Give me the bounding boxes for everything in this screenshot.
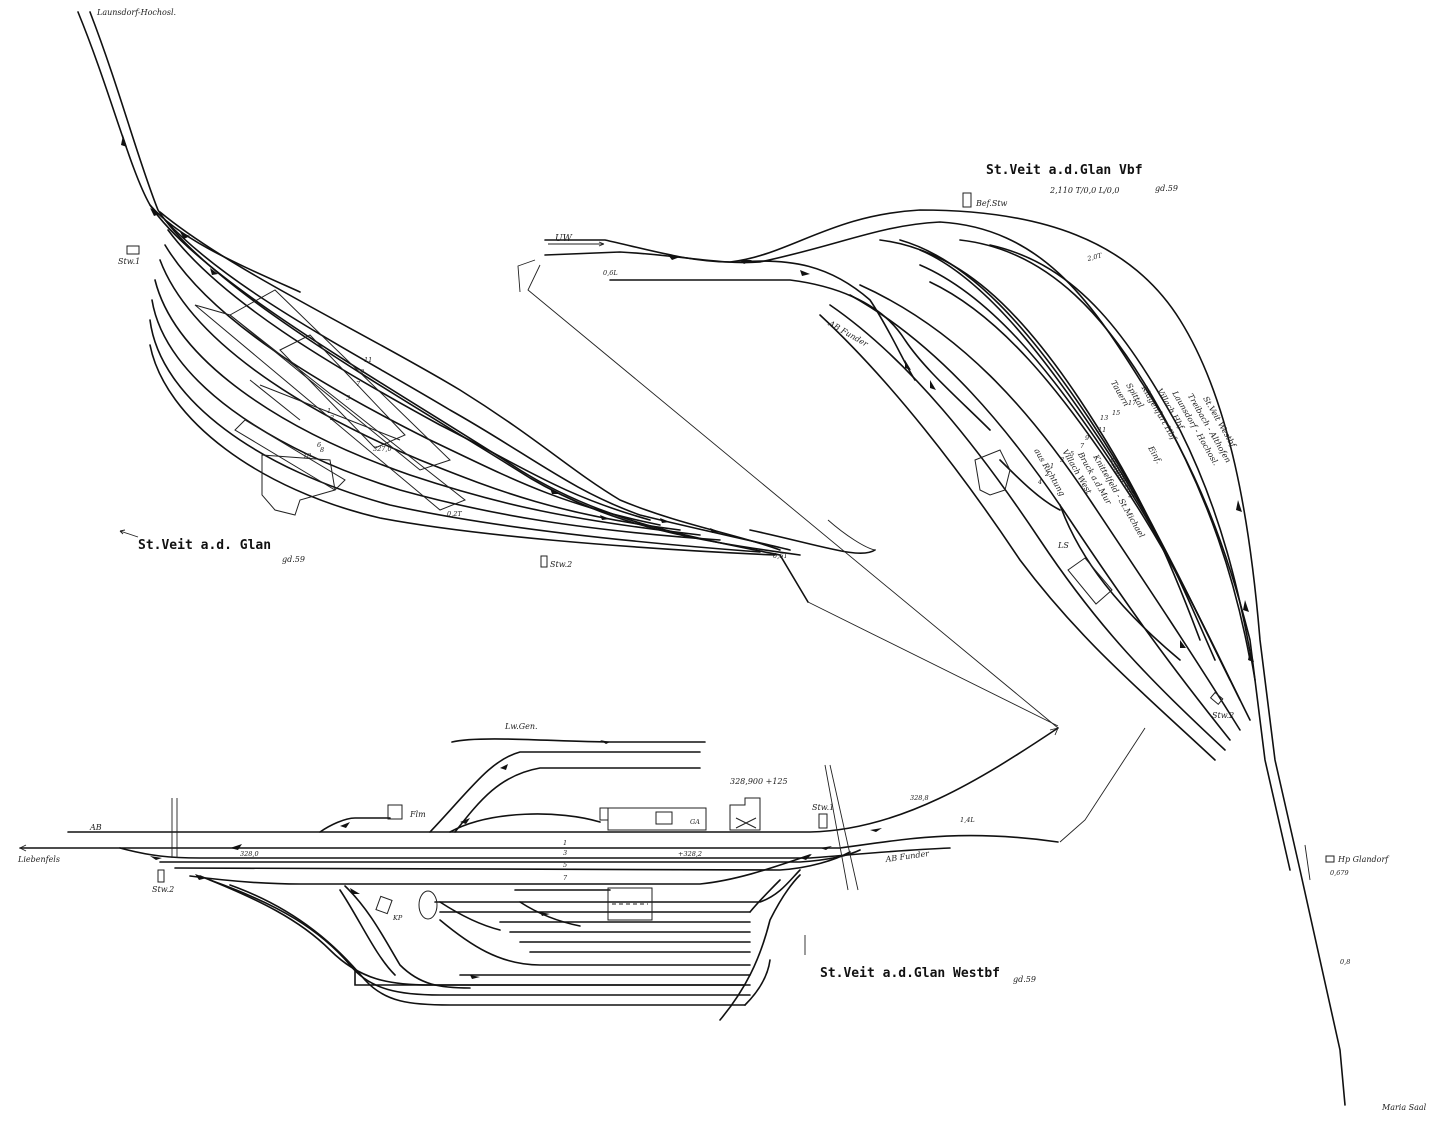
glan-station: St.Veit a.d. Glan gd.59 Stw.1 Stw.2 0,6T… (77, 11, 876, 603)
westbf-signature: gd.59 (1013, 975, 1036, 984)
track-number: 1 (563, 839, 567, 847)
ls-label: LS (1057, 541, 1069, 550)
ab-west-label: AB (89, 823, 102, 832)
km-3282-label: +328,2 (678, 850, 702, 858)
hp-glandorf-label: Hp Glandorf (1337, 855, 1390, 864)
westbf-up-arrow (1049, 727, 1059, 736)
glan-arrow (119, 529, 139, 538)
vbf-subtitle: 2,110 T/0,0 L/0,0 (1049, 186, 1119, 195)
km-3288-label: 328,8 (910, 794, 929, 802)
westbf-tracks (19, 727, 1059, 1021)
track-number: 6 (317, 441, 321, 449)
westbf-frogs (150, 740, 882, 979)
km-3280-label: 328,0 (240, 850, 259, 858)
westbf-station: St.Veit a.d.Glan Westbf gd.59 Lw.Gen. Fl… (19, 722, 1311, 1021)
goods-shed (607, 887, 653, 921)
vbf-station: St.Veit a.d.Glan Vbf 2,110 T/0,0 L/0,0 g… (544, 163, 1390, 1106)
track-number: 3 (346, 394, 350, 402)
stw2-glan-label: Stw.2 (550, 560, 572, 569)
stw1-west-label: Stw.1 (812, 803, 834, 812)
vbf-frogs (668, 255, 1254, 662)
dest-top: Launsdorf-Hochosl. (96, 8, 176, 17)
ab-funder-vbf: AB Funder (826, 318, 870, 349)
track-number: 1 (1050, 462, 1054, 470)
westbf-buildings (157, 764, 1311, 955)
stw2-west-label: Stw.2 (152, 885, 174, 894)
dest-left: Liebenfels (17, 855, 60, 864)
connecting-lines (517, 259, 1146, 843)
track-number: 3 (1060, 456, 1064, 464)
vbf-ein-label: Einf. (1146, 444, 1164, 466)
track-number: 2 (1044, 470, 1049, 478)
track-number: 7 (563, 874, 568, 882)
lw-gen-label: Lw.Gen. (504, 722, 538, 731)
stw2-glan-box (540, 555, 548, 568)
track-number: 13 (1100, 414, 1108, 422)
stw2-vbf-label: Stw.2 (1212, 711, 1234, 720)
vbf-tracks (544, 209, 1346, 1106)
stw1-glan-label: Stw.1 (118, 257, 140, 266)
westbf-track-numbers: 1 3 5 7 (563, 839, 568, 882)
vbf-destination-labels-2: Villach Hbf Knittelfeld - St.Michael Bru… (1032, 447, 1146, 540)
uw-arrow (548, 241, 605, 247)
flm-label: Flm (409, 810, 426, 819)
befstw-box (962, 192, 972, 208)
vbf-20t: 2,0T (1085, 251, 1103, 263)
westbf-title: St.Veit a.d.Glan Westbf (820, 966, 1000, 981)
glan-tracks (77, 11, 876, 603)
befstw-label: Bef.Stw (975, 199, 1008, 208)
vbf-buildings (974, 449, 1224, 705)
glan-km-b: 0,2T (447, 510, 462, 518)
km-3289-label: 328,900 +125 (730, 777, 788, 786)
ga-label: GA (690, 818, 700, 826)
track-number: 5 (563, 861, 567, 869)
glan-frogs (121, 135, 720, 533)
stw2-west-box (157, 869, 165, 883)
track-number: 4 (1037, 478, 1042, 486)
vbf-signature: gd.59 (1155, 184, 1178, 193)
glandorf-km: 0,679 (1330, 869, 1349, 877)
kp-label: KP (392, 914, 403, 922)
vbf-track-numbers: 17 15 13 11 9 7 5 3 1 2 4 (1037, 399, 1137, 486)
hp-glandorf-box (1325, 855, 1335, 863)
track-number: 2 (329, 414, 334, 422)
glan-km-a: 0,6T (773, 552, 788, 560)
stw1-glan-box (126, 245, 140, 255)
track-number: 5 (1070, 450, 1074, 458)
kp-box (375, 895, 393, 915)
track-number: 17 (1128, 399, 1137, 407)
track-number: 15 (1112, 409, 1120, 417)
flm-box (387, 804, 403, 820)
track-number: 7 (1080, 442, 1085, 450)
glan-track-numbers: 11 9 7 3 1 2 6 8 10 (303, 356, 372, 460)
track-number: 3 (563, 849, 567, 857)
track-number: 10 (303, 452, 311, 460)
vbf-destination-labels: St.Veit Westbf Treibach - Althofen Launs… (1109, 379, 1239, 467)
km-14l-label: 1,4L (960, 816, 975, 824)
liebenfels-arrow (19, 844, 27, 852)
km-08: 0,8 (1340, 958, 1350, 966)
track-number: 11 (1098, 426, 1106, 434)
glan-platforms (126, 245, 548, 568)
vbf-title: St.Veit a.d.Glan Vbf (986, 163, 1143, 178)
vbf-06l: 0,6L (603, 269, 618, 277)
track-number: 1 (327, 407, 331, 415)
dest-bottom-right: Maria Saal (1381, 1103, 1427, 1112)
uw-label: UW (555, 234, 573, 244)
track-number: 9 (1085, 434, 1089, 442)
track-number: 9 (360, 368, 364, 376)
track-number: 11 (364, 356, 372, 364)
stw2-vbf-box (1209, 691, 1224, 705)
glan-km-c: 327,0 (373, 445, 392, 453)
turntable (418, 890, 438, 920)
glan-signature: gd.59 (282, 555, 305, 564)
track-number: 8 (320, 446, 324, 454)
track-number: 7 (356, 380, 361, 388)
stw1-west-box (818, 813, 828, 829)
glan-title: St.Veit a.d. Glan (138, 538, 271, 553)
